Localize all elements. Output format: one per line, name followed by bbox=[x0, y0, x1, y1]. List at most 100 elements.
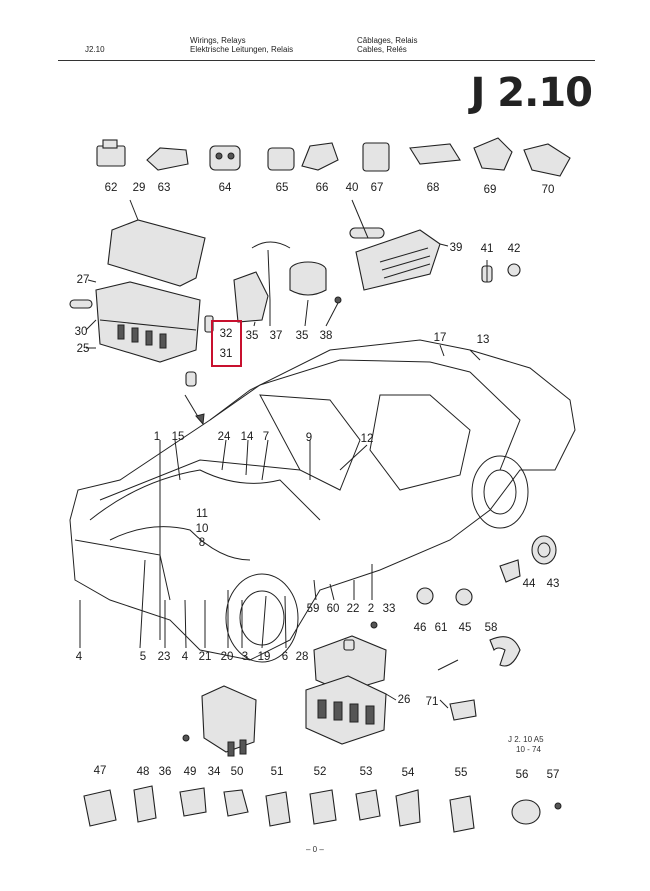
callout-38: 38 bbox=[320, 330, 333, 342]
callout-47: 47 bbox=[94, 765, 107, 777]
callout-40: 40 bbox=[346, 182, 359, 194]
callout-63: 63 bbox=[158, 182, 171, 194]
page-ref: J2.10 bbox=[85, 45, 105, 54]
callout-8: 8 bbox=[199, 537, 205, 549]
callout-51: 51 bbox=[271, 766, 284, 778]
callout-41: 41 bbox=[481, 243, 494, 255]
callout-56: 56 bbox=[516, 769, 529, 781]
callout-29: 29 bbox=[133, 182, 146, 194]
callouts-highlight: 32 31 bbox=[220, 328, 233, 360]
callout-59: 59 bbox=[307, 603, 320, 615]
bulb-42-icon bbox=[507, 263, 521, 277]
page-footer: – 0 – bbox=[306, 845, 324, 854]
header-rule bbox=[58, 60, 595, 61]
connector-68-icon bbox=[409, 143, 461, 165]
callouts-right: 44 43 46 61 45 58 28 26 71 bbox=[296, 578, 560, 708]
fusebox-cover-icon bbox=[107, 219, 206, 287]
screw-38-icon bbox=[334, 296, 342, 304]
callouts-mid: 40 39 41 42 27 30 25 35 37 35 38 bbox=[75, 182, 521, 355]
callout-68: 68 bbox=[427, 182, 440, 194]
callout-50: 50 bbox=[231, 766, 244, 778]
callout-37: 37 bbox=[270, 330, 283, 342]
screw-57-icon bbox=[554, 802, 562, 810]
callout-22: 22 bbox=[347, 603, 360, 615]
bracket-37-icon bbox=[251, 241, 291, 301]
relay-34-icon bbox=[201, 685, 257, 757]
callout-46: 46 bbox=[414, 622, 427, 634]
clip-48-icon bbox=[133, 785, 157, 823]
callout-61: 61 bbox=[435, 622, 448, 634]
callout-71: 71 bbox=[426, 696, 439, 708]
callout-33: 33 bbox=[383, 603, 396, 615]
highlight-box bbox=[211, 320, 242, 367]
screw-36-icon bbox=[182, 734, 190, 742]
connector-69-icon bbox=[473, 137, 513, 171]
fuse-30-icon bbox=[69, 299, 93, 309]
clip-53-icon bbox=[355, 789, 381, 821]
callouts-relay: 36 34 50 bbox=[159, 766, 244, 778]
callout-57: 57 bbox=[547, 769, 560, 781]
car-body-icon bbox=[69, 339, 576, 663]
callout-25: 25 bbox=[77, 343, 90, 355]
callout-30: 30 bbox=[75, 326, 88, 338]
callout-69: 69 bbox=[484, 184, 497, 196]
callout-54: 54 bbox=[402, 767, 415, 779]
clip-50-icon bbox=[223, 789, 249, 817]
leader-lines bbox=[79, 199, 488, 709]
header-title-fr: Câblages, Relais bbox=[357, 36, 418, 45]
callout-10: 10 bbox=[196, 523, 209, 535]
callout-9: 9 bbox=[306, 432, 312, 444]
callout-11: 11 bbox=[196, 508, 208, 520]
header-title-es: Cables, Relés bbox=[357, 45, 407, 54]
callout-34: 34 bbox=[208, 766, 221, 778]
callout-45: 45 bbox=[459, 622, 472, 634]
fusebox-cover-28-icon bbox=[313, 635, 387, 693]
callout-65: 65 bbox=[276, 182, 289, 194]
drawing-ref: J 2. 10 A5 bbox=[508, 735, 544, 744]
callout-39: 39 bbox=[450, 242, 463, 254]
callout-64: 64 bbox=[219, 182, 232, 194]
callout-23: 23 bbox=[158, 651, 171, 663]
clip-55-icon bbox=[449, 795, 475, 833]
connector-66-icon bbox=[301, 142, 339, 171]
callout-15: 15 bbox=[172, 431, 185, 443]
header-title-de: Elektrische Leitungen, Relais bbox=[190, 45, 294, 54]
callout-36: 36 bbox=[159, 766, 172, 778]
callouts-row1: 62 29 63 64 65 66 67 68 69 70 bbox=[105, 182, 555, 196]
callout-44: 44 bbox=[523, 578, 536, 590]
clip-row bbox=[83, 785, 562, 833]
callouts-car-top: 17 13 1 15 24 14 7 9 12 11 10 8 bbox=[154, 332, 490, 549]
callout-52: 52 bbox=[314, 766, 327, 778]
clip-54-icon bbox=[395, 789, 421, 827]
callout-58: 58 bbox=[485, 622, 498, 634]
callout-55: 55 bbox=[455, 767, 468, 779]
callout-49: 49 bbox=[184, 766, 197, 778]
callout-43: 43 bbox=[547, 578, 560, 590]
callout-2: 2 bbox=[368, 603, 374, 615]
callout-12: 12 bbox=[361, 433, 374, 445]
callout-7: 7 bbox=[263, 431, 269, 443]
connector-71-icon bbox=[449, 699, 477, 721]
grommet-44-icon bbox=[499, 559, 521, 583]
clip-56-icon bbox=[511, 799, 541, 825]
connector-64-icon bbox=[209, 145, 241, 171]
drawing-date: 10 - 74 bbox=[516, 745, 541, 754]
callout-70: 70 bbox=[542, 184, 555, 196]
callout-31: 31 bbox=[220, 348, 233, 360]
callout-20: 20 bbox=[221, 651, 234, 663]
callout-53: 53 bbox=[360, 766, 373, 778]
clip-51-icon bbox=[265, 791, 291, 827]
callout-3: 3 bbox=[242, 651, 248, 663]
connector-70-icon bbox=[523, 143, 571, 177]
arrowhead-icon bbox=[195, 413, 205, 426]
callout-24: 24 bbox=[218, 431, 231, 443]
callout-35a: 35 bbox=[246, 330, 259, 342]
connector-63-icon bbox=[146, 147, 189, 171]
grommet-43-icon bbox=[531, 535, 557, 565]
callout-6: 6 bbox=[282, 651, 288, 663]
wire-61-icon bbox=[437, 659, 459, 671]
callout-21: 21 bbox=[199, 651, 212, 663]
relay-35-icon bbox=[233, 271, 269, 323]
screw-33-icon bbox=[370, 621, 378, 629]
callout-60: 60 bbox=[327, 603, 340, 615]
